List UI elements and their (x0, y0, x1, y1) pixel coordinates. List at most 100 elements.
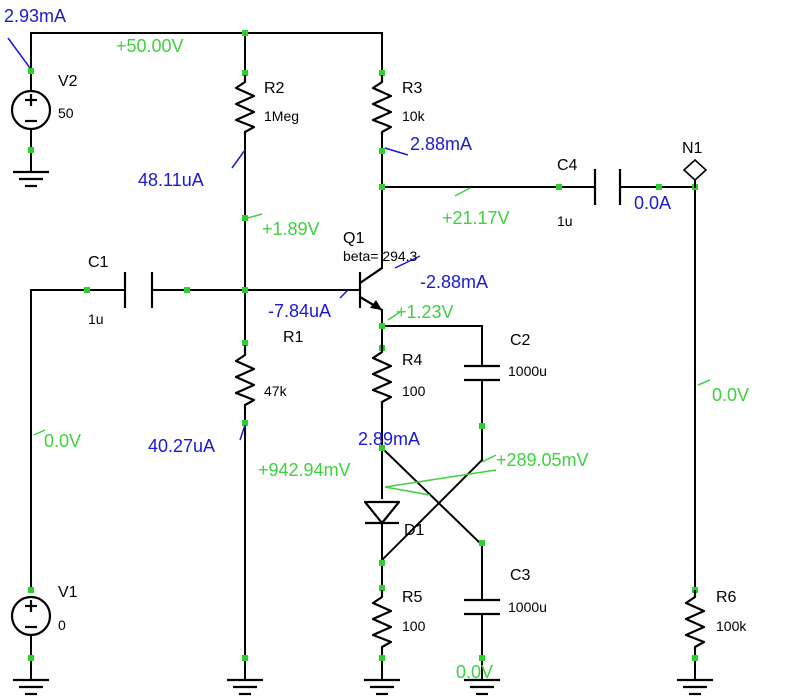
emitter-to-c2-wire (381, 325, 483, 367)
node-dot (242, 30, 248, 36)
current-supply: 2.93mA (4, 6, 66, 26)
probe-pointers (7, 37, 711, 496)
node-dot (656, 184, 662, 190)
r1-value: 47k (264, 383, 288, 399)
q1-emitter-arrow-icon (370, 300, 382, 310)
net-label-n1 (682, 158, 708, 188)
r1-ref: R1 (283, 329, 304, 346)
c4-ref: C4 (557, 157, 578, 174)
voltage-c2-bottom: +289.05mV (496, 450, 589, 470)
transistor-q1 (358, 267, 383, 311)
r2-ref: R2 (264, 80, 285, 97)
r5-ref: R5 (402, 589, 423, 606)
ground-icon (227, 678, 263, 696)
voltage-emitter: +1.23V (396, 302, 454, 322)
ground-icon (464, 678, 500, 696)
node-dot (242, 655, 248, 661)
v1-ref: V1 (58, 584, 78, 601)
ground-symbols (13, 170, 713, 696)
node-dot (379, 184, 385, 190)
c1-ref: C1 (88, 254, 109, 271)
v1-source-circle (10, 595, 52, 637)
resistor-r5 (371, 590, 393, 650)
n1-ref: N1 (682, 140, 703, 157)
node-dot (184, 287, 190, 293)
node-dot (379, 585, 385, 591)
q1-ref: Q1 (343, 230, 364, 247)
v1-value: 0 (58, 617, 66, 633)
current-readouts: 2.93mA 48.11uA 2.88mA 0.0A -2.88mA -7.84… (4, 6, 671, 456)
node-dot (556, 184, 562, 190)
diode-d1 (363, 500, 401, 525)
v2-value: 50 (58, 105, 74, 121)
node-dot (379, 148, 385, 154)
current-q1-base: -7.84uA (268, 301, 331, 321)
resistor-r6 (684, 590, 706, 650)
node-dot (28, 68, 34, 74)
capacitor-c1 (123, 272, 154, 308)
voltage-v1-node: 0.0V (44, 431, 81, 451)
node-dot (379, 445, 385, 451)
node-dot (84, 287, 90, 293)
v2-source-circle (10, 89, 52, 131)
resistor-r2 (234, 75, 256, 135)
node-dots (28, 30, 698, 661)
q1-beta: beta= 294.3 (343, 248, 418, 264)
q1-collector-leg (359, 267, 383, 284)
node-dot (242, 215, 248, 221)
voltage-c3-bottom: 0.0V (456, 662, 493, 682)
voltage-readouts: +50.00V +1.89V +21.17V +1.23V 0.0V 0.0V … (44, 36, 749, 682)
capacitor-c3 (464, 598, 500, 616)
r5-value: 100 (402, 618, 426, 634)
c3-value: 1000u (508, 599, 547, 615)
top-rail-wire (30, 32, 383, 91)
node-dot (379, 323, 385, 329)
r2-value: 1Meg (264, 108, 299, 124)
voltage-r6-node: 0.0V (712, 385, 749, 405)
voltage-collector: +21.17V (442, 208, 510, 228)
component-labels: V2 50 R2 1Meg R3 10k C4 1u N1 Q1 beta= 2… (58, 73, 747, 634)
ground-icon (364, 678, 400, 696)
current-r2: 48.11uA (138, 170, 204, 190)
node-dot (242, 287, 248, 293)
d1-ref: D1 (404, 522, 425, 539)
r4-ref: R4 (402, 352, 423, 369)
node-dot (28, 587, 34, 593)
resistor-r3 (371, 75, 393, 135)
current-r1: 40.27uA (148, 436, 215, 456)
ground-icon (13, 678, 49, 696)
c3-ref: C3 (510, 567, 531, 584)
cross-wire-b (380, 458, 484, 562)
current-q1-emitter: -2.88mA (420, 272, 488, 292)
node-dot (479, 540, 485, 546)
node-dot (28, 655, 34, 661)
node-dot (692, 655, 698, 661)
c2-value: 1000u (508, 363, 547, 379)
node-dot (242, 340, 248, 346)
node-dot (479, 423, 485, 429)
cross-wire-a (380, 446, 484, 547)
v2-ref: V2 (58, 73, 78, 90)
v1-source (10, 595, 52, 637)
resistor-r4 (371, 345, 393, 408)
node-dot (242, 420, 248, 426)
r6-ref: R6 (716, 589, 737, 606)
node-dot (379, 70, 385, 76)
c1-value: 1u (88, 311, 104, 327)
current-r3: 2.88mA (410, 134, 472, 154)
node-dot (242, 70, 248, 76)
v1-to-c1-wire (30, 289, 126, 591)
voltage-base: +1.89V (262, 219, 320, 239)
v2-source (10, 89, 52, 131)
capacitor-c4 (593, 169, 622, 205)
resistor-r1 (234, 345, 256, 410)
node-dot (379, 560, 385, 566)
c4-value: 1u (557, 213, 573, 229)
wires (30, 32, 696, 681)
capacitor-c2 (464, 364, 500, 382)
voltage-supply: +50.00V (116, 36, 184, 56)
ground-icon (13, 170, 49, 188)
r4-value: 100 (402, 383, 426, 399)
node-dot (28, 147, 34, 153)
